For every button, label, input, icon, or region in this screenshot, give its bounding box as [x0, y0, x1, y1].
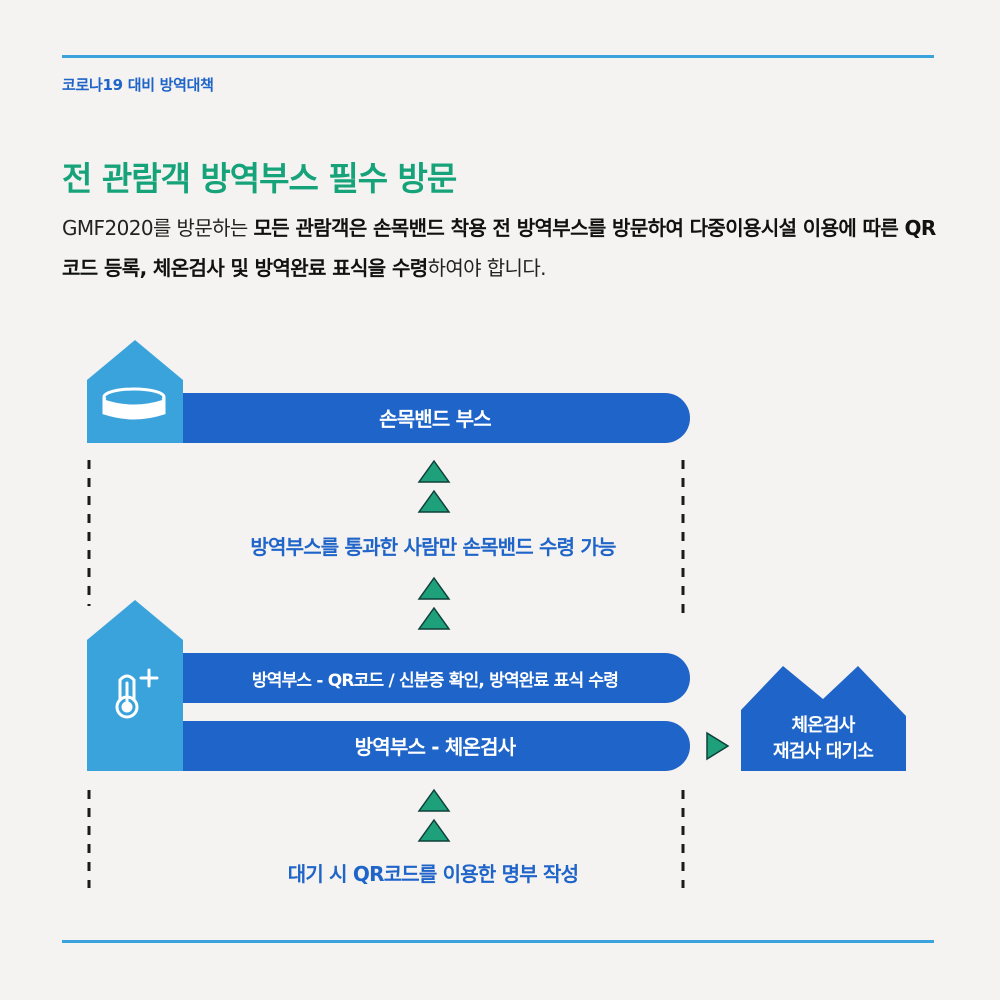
- qr-check-label: 방역부스 - QR코드 / 신분증 확인, 방역완료 표식 수령: [252, 670, 618, 691]
- wristband-booth-label: 손목밴드 부스: [379, 407, 491, 431]
- retest-waiting-area: 체온검사 재검사 대기소: [741, 666, 906, 771]
- waiting-note: 대기 시 QR코드를 이용한 명부 작성: [288, 862, 578, 886]
- description-lead: GMF2020를 방문하는: [62, 216, 254, 240]
- wristband-note: 방역부스를 통과한 사람만 손목밴드 수령 가능: [250, 535, 616, 559]
- description: GMF2020를 방문하는 모든 관람객은 손목밴드 착용 전 방역부스를 방문…: [62, 208, 942, 288]
- category-label: 코로나19 대비 방역대책: [62, 76, 214, 94]
- arrow-up-icon: [417, 489, 451, 513]
- retest-building: [741, 666, 906, 771]
- qr-check-bar: [180, 653, 690, 703]
- thermometer-icon: [115, 668, 159, 719]
- quarantine-booth: 방역부스 - QR코드 / 신분증 확인, 방역완료 표식 수령 방역부스 - …: [87, 600, 690, 771]
- arrow-up-icon: [417, 459, 451, 483]
- temp-check-bar-corner: [180, 721, 220, 771]
- arrow-up-icon: [417, 818, 451, 842]
- dashed-guides: [87, 460, 685, 888]
- description-strong: 모든 관람객은 손목밴드 착용 전 방역부스를 방문하여 다중이용시설 이용에 …: [62, 216, 936, 280]
- qr-check-bar-corner: [180, 653, 220, 703]
- wristband-booth: 손목밴드 부스: [87, 340, 690, 443]
- wristband-booth-bar-corner: [180, 393, 220, 443]
- arrow-up-icon: [417, 606, 451, 630]
- bottom-rule: [62, 940, 934, 943]
- wristband-booth-bar: [180, 393, 690, 443]
- retest-label-line2: 재검사 대기소: [773, 741, 873, 762]
- description-tail: 하여야 합니다.: [427, 256, 547, 280]
- arrow-up-icon: [417, 788, 451, 812]
- wristband-icon: [102, 387, 166, 420]
- temp-check-label: 방역부스 - 체온검사: [355, 735, 517, 759]
- page-title: 전 관람객 방역부스 필수 방문: [62, 159, 457, 198]
- arrow-up-icon: [417, 576, 451, 600]
- top-rule: [62, 55, 934, 58]
- retest-label-line1: 체온검사: [791, 715, 855, 736]
- arrow-right-icon: [706, 731, 730, 761]
- temp-check-bar: [180, 721, 690, 771]
